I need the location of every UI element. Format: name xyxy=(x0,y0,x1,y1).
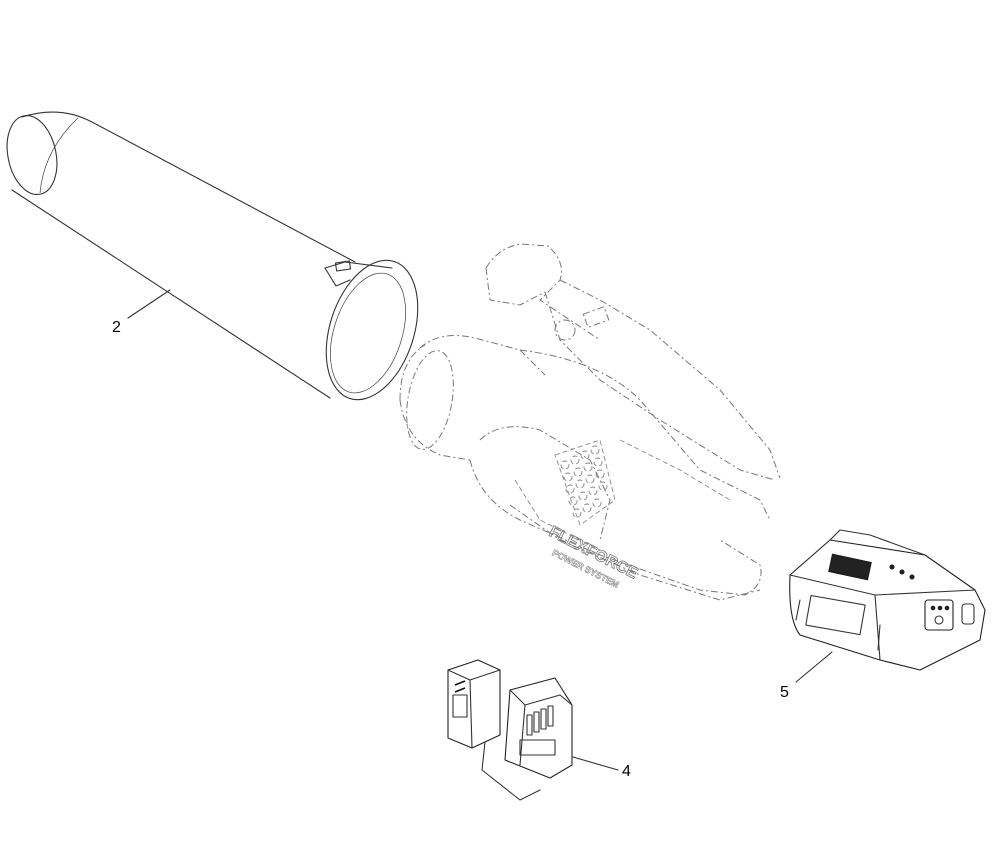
callout-4: 4 xyxy=(572,756,631,780)
callout-label-2: 2 xyxy=(112,319,121,336)
callout-5: 5 xyxy=(780,651,833,701)
brand-logo: FLEXFORCE POWER SYSTEM xyxy=(546,523,641,590)
callout-label-5: 5 xyxy=(780,684,789,701)
callout-label-4: 4 xyxy=(622,763,631,780)
battery-pack xyxy=(789,529,986,671)
callout-2: 2 xyxy=(112,289,171,336)
blower-body: FLEXFORCE POWER SYSTEM xyxy=(399,243,781,601)
intake-grill xyxy=(554,439,616,526)
charger xyxy=(447,659,573,801)
blower-tube xyxy=(6,111,419,401)
